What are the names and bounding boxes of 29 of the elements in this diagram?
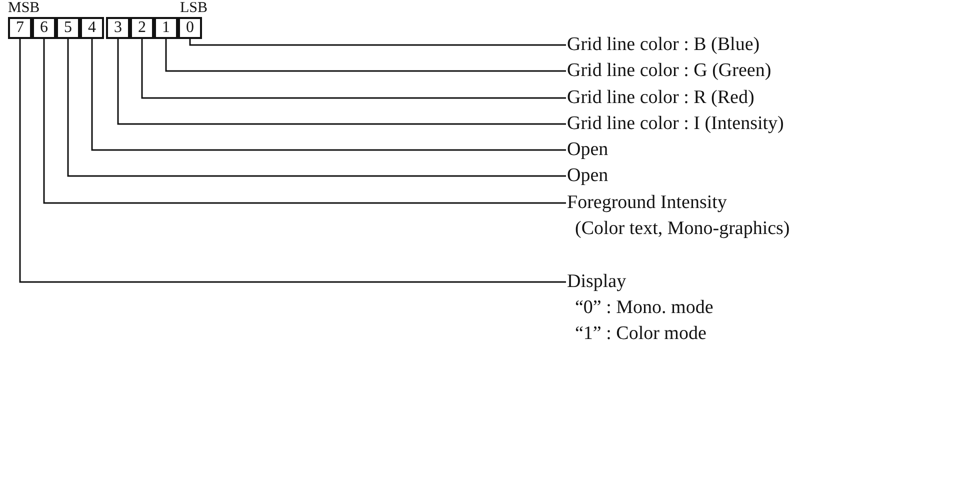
bit-cell: 3	[106, 17, 130, 39]
leader-line	[43, 39, 566, 204]
bit-name: Grid line color : B (Blue)	[567, 33, 760, 57]
bit-cell: 5	[56, 17, 80, 39]
bit-note: (Color text, Mono-graphics)	[574, 217, 790, 241]
bit-name: Display	[567, 270, 628, 294]
bit-order-label: LSB	[180, 0, 208, 17]
leader-line	[19, 39, 566, 283]
bit-cell: 2	[130, 17, 154, 39]
leader-line	[189, 39, 566, 46]
bit-name: Open	[567, 164, 608, 188]
leader-line	[67, 39, 566, 177]
bit-name: Grid line color : I (Intensity)	[567, 112, 784, 136]
bit-name: Foreground Intensity	[567, 191, 728, 215]
leader-line	[165, 39, 566, 72]
bit-name: Grid line color : G (Green)	[567, 59, 772, 83]
leader-line	[141, 39, 566, 99]
bit-order-label: MSB	[8, 0, 40, 17]
bit-note: “0” : Mono. mode	[574, 296, 714, 320]
bit-cell: 1	[154, 17, 178, 39]
bit-cell: 4	[80, 17, 104, 39]
bit-note: “1” : Color mode	[574, 322, 708, 346]
bit-cell: 7	[8, 17, 32, 39]
leader-line	[117, 39, 566, 125]
bit-cell: 6	[32, 17, 56, 39]
bit-name: Grid line color : R (Red)	[567, 86, 754, 110]
bit-cell: 0	[178, 17, 202, 39]
bit-name: Open	[567, 138, 608, 162]
leader-line	[91, 39, 566, 151]
